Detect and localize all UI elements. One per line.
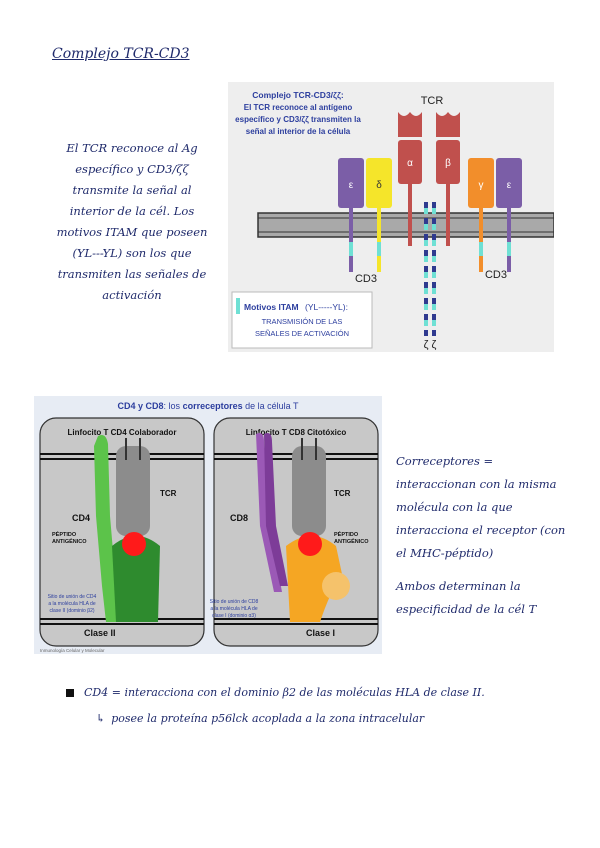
fig2-title: CD4 y CD8: los correceptores de la célul… <box>118 401 299 411</box>
itam-gamma <box>479 242 483 256</box>
handwritten-note-tcr: El TCR reconoce al Ag específico y CD3/ζ… <box>56 141 208 302</box>
mhc-class-ii <box>112 536 160 622</box>
cd8-molecule-b <box>264 433 288 586</box>
fig1-header-3: específico y CD3/ζζ transmiten la <box>235 115 361 124</box>
site-cd4-1: Sitio de unión de CD4 <box>48 594 97 600</box>
tcr-cd3-diagram: Complejo TCR-CD3/ζζ: El TCR reconoce al … <box>228 82 554 352</box>
panel-cd8-title: Linfocito T CD8 Citotóxico <box>246 428 347 437</box>
itam-title: Motivos ITAM <box>244 302 299 312</box>
site-cd8-2: a la molécula HLA de <box>210 606 257 612</box>
chain-beta-label: β <box>445 158 451 169</box>
fig2-title-a: CD4 y CD8 <box>118 401 164 411</box>
cd4-molecule <box>94 435 120 622</box>
bullet-square-icon <box>66 689 74 697</box>
chain-epsilon-label: ε <box>349 180 354 191</box>
sub-bullet-text: posee la proteína p56lck acoplada a la z… <box>111 712 425 725</box>
zeta-label: ζ ζ <box>424 339 437 351</box>
tcr-right <box>292 446 326 536</box>
fig2-title-d: de la célula T <box>243 401 299 411</box>
tcr-beta-top <box>436 112 460 137</box>
peptide-left-1: PÉPTIDO <box>52 530 77 538</box>
peptide-right <box>298 532 322 556</box>
fig2-title-c: correceptores <box>183 401 243 411</box>
tcr-alpha-tm <box>408 184 412 246</box>
panel-cd4-title: Linfocito T CD4 Colaborador <box>68 428 177 437</box>
beta2-microglobulin <box>322 572 350 600</box>
itam-line-2: SEÑALES DE ACTIVACIÓN <box>255 329 349 338</box>
itam-line-1: TRANSMISIÓN DE LAS <box>262 317 343 326</box>
page-title: Complejo TCR-CD3 <box>52 46 190 62</box>
site-cd4-3: clase II (dominio β2) <box>49 608 94 614</box>
cd3-delta <box>366 158 392 208</box>
cd3-gamma <box>468 158 494 208</box>
note2-paragraph-1: Correceptores = interaccionan con la mis… <box>396 454 566 560</box>
cd8-label: CD8 <box>230 513 248 523</box>
cd4-label: CD4 <box>72 513 90 523</box>
cd3-right-label: CD3 <box>485 269 507 281</box>
site-cd8-1: Sitio de unión de CD8 <box>210 599 259 605</box>
fig1-header-2: El TCR reconoce al antígeno <box>244 103 353 112</box>
itam-legend-swatch <box>236 298 240 314</box>
tcr-left <box>116 446 150 536</box>
fig1-header-1: Complejo TCR-CD3/ζζ: <box>252 90 344 100</box>
note2-paragraph-2: Ambos determinan la especificidad de la … <box>396 579 537 616</box>
mhc-class-i <box>286 536 342 622</box>
sub-bullet-p56lck: ↳ posee la proteína p56lck acoplada a la … <box>96 712 576 725</box>
chain-gamma-label: γ <box>479 180 484 191</box>
curved-arrow-icon: ↳ <box>96 712 106 725</box>
cd3-epsilon-right <box>496 158 522 208</box>
itam-epsilon-left <box>349 242 353 256</box>
cd3-gamma-tail <box>479 208 483 272</box>
cd3-left-label: CD3 <box>355 273 377 285</box>
bullet-cd4-text: CD4 = interacciona con el dominio β2 de … <box>84 686 485 699</box>
cd3-epsilon-left-tail <box>349 208 353 272</box>
itam-sub: (YL-----YL): <box>305 302 348 312</box>
peptide-left-2: ANTIGÉNICO <box>52 537 87 545</box>
tcr-alpha-chain <box>398 140 422 184</box>
site-cd4-2: a la molécula HLA de <box>48 601 95 607</box>
itam-epsilon-right <box>507 242 511 256</box>
site-cd8-3: clase I (dominio α3) <box>212 613 256 619</box>
tcr-left-label: TCR <box>160 489 177 498</box>
tcr-beta-chain <box>436 140 460 184</box>
tcr-beta-tm <box>446 184 450 246</box>
peptide-right-2: ANTIGÉNICO <box>334 537 369 545</box>
fig2-credit: Inmunología Celular y Molecular <box>40 648 105 653</box>
tcr-alpha-top <box>398 112 422 137</box>
itam-legend-title: Motivos ITAM (YL-----YL): <box>244 302 348 312</box>
cell-membrane <box>257 212 554 238</box>
cd3-epsilon-left <box>338 158 364 208</box>
cd4-cd8-coreceptor-diagram: CD4 y CD8: los correceptores de la célul… <box>34 396 382 654</box>
fig2-title-b: : los <box>164 401 183 411</box>
cd3-epsilon-right-tail <box>507 208 511 272</box>
tcr-label: TCR <box>421 95 444 107</box>
class-i-label: Clase I <box>306 628 335 638</box>
itam-delta <box>377 242 381 256</box>
chain-delta-label: δ <box>376 180 382 191</box>
bullet-cd4: CD4 = interacciona con el dominio β2 de … <box>66 686 586 699</box>
chain-epsilon2-label: ε <box>507 180 512 191</box>
itam-legend-box <box>231 291 373 349</box>
handwritten-note-coreceptors: Correceptores = interaccionan con la mis… <box>396 450 576 631</box>
chain-alpha-label: α <box>407 158 413 169</box>
class-ii-label: Clase II <box>84 628 116 638</box>
peptide-left <box>122 532 146 556</box>
cd3-delta-tail <box>377 208 381 272</box>
peptide-right-1: PÉPTIDO <box>334 530 359 538</box>
tcr-right-label: TCR <box>334 489 351 498</box>
fig1-header-4: señal al interior de la célula <box>246 127 351 136</box>
